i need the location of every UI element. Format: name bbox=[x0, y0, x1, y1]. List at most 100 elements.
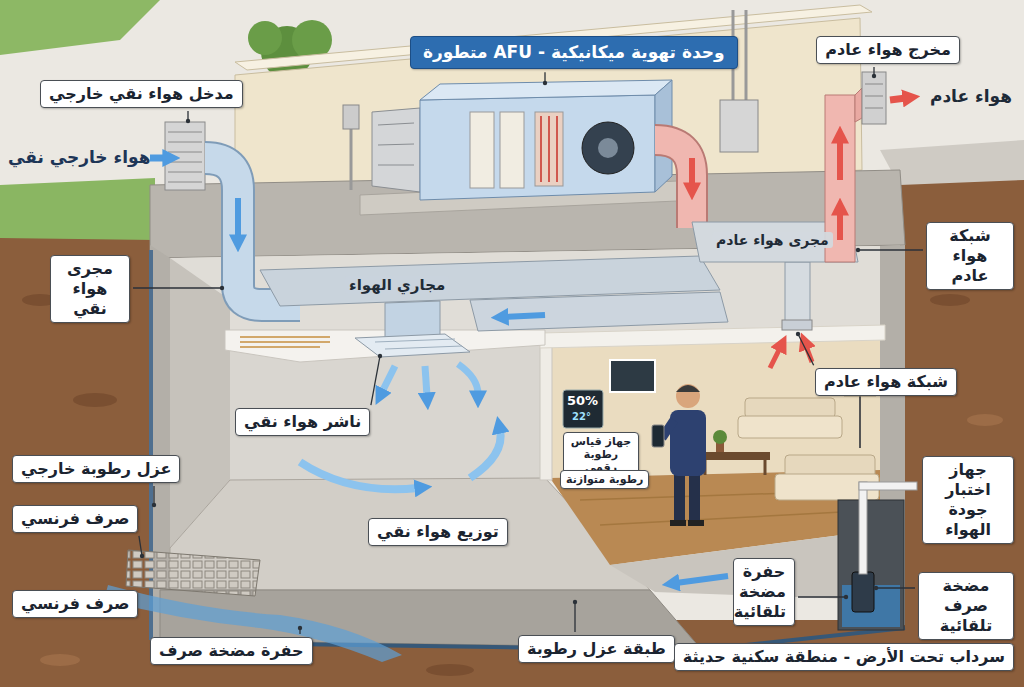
pavement bbox=[880, 140, 1024, 187]
sump-pump bbox=[852, 572, 874, 612]
coil-tube bbox=[540, 116, 542, 182]
callout-text: طبقة عزل رطوبة bbox=[527, 639, 666, 659]
leader-line bbox=[133, 287, 222, 288]
leader-dot bbox=[872, 74, 876, 78]
humidity-display bbox=[563, 390, 603, 428]
soil-texture bbox=[967, 414, 1003, 426]
leader-dot bbox=[298, 626, 302, 630]
gravel-drain bbox=[126, 550, 260, 596]
fresh-arrow bbox=[505, 315, 545, 317]
table-leg bbox=[764, 460, 767, 475]
sump-pit bbox=[838, 500, 904, 630]
callout-box: حفرة مضخة صرف bbox=[150, 637, 313, 665]
fresh-arrow bbox=[470, 430, 501, 478]
riser-elbow bbox=[855, 88, 862, 122]
leader-line bbox=[153, 486, 154, 505]
soil bbox=[900, 180, 1024, 687]
fresh-arrow bbox=[150, 155, 166, 162]
person-leg bbox=[674, 472, 685, 522]
wall-parapet bbox=[235, 5, 872, 70]
display-reading: 50% bbox=[567, 393, 598, 408]
callout-box: طبقة عزل رطوبة bbox=[518, 635, 675, 663]
unit-filter bbox=[470, 112, 494, 188]
leader-dot bbox=[220, 286, 224, 290]
callout-text: شبكة هواء عادم bbox=[824, 372, 948, 392]
callout-text: عزل رطوبة خارجي bbox=[21, 459, 171, 479]
duct-label: مجرى هواء عادم bbox=[712, 232, 833, 248]
exhaust-grille bbox=[782, 320, 812, 330]
callout-text: مخرج هواء عادم bbox=[825, 40, 951, 60]
callout-text: جهاز اختبار جودة الهواء bbox=[931, 460, 1005, 540]
electric-panel bbox=[720, 100, 758, 152]
caption-text: سرداب تحت الأرض - منطقة سكنية حديثة bbox=[683, 647, 1005, 667]
intake-louver bbox=[165, 122, 205, 190]
tv-screen bbox=[610, 360, 655, 392]
soil-texture bbox=[426, 664, 474, 676]
leader-line bbox=[858, 249, 923, 250]
diffuser-grid bbox=[385, 346, 462, 349]
outlet-slat bbox=[865, 96, 883, 97]
lamp-stand bbox=[859, 396, 861, 448]
leader-line bbox=[371, 356, 380, 405]
soil-texture bbox=[73, 393, 117, 407]
callout-text: حفرة مضخة تلقائية bbox=[742, 562, 786, 622]
leader-dot bbox=[874, 586, 878, 590]
callout-box: رطوبة متوازنة bbox=[560, 470, 649, 489]
fresh-arrow bbox=[382, 366, 395, 392]
drain-water bbox=[104, 585, 402, 662]
exhaust-outlet bbox=[862, 72, 886, 124]
caption-box: سرداب تحت الأرض - منطقة سكنية حديثة bbox=[674, 643, 1014, 671]
callout-box: عزل رطوبة خارجي bbox=[12, 455, 180, 483]
fan-hub bbox=[598, 138, 618, 158]
exhaust-arrow bbox=[837, 140, 843, 180]
leader-line bbox=[798, 334, 814, 365]
fresh-arrow bbox=[425, 366, 427, 396]
ceiling-strip bbox=[240, 341, 330, 343]
louver-slat bbox=[168, 182, 202, 183]
conduit bbox=[745, 10, 748, 100]
fresh-arrow bbox=[235, 198, 241, 238]
person-body bbox=[670, 410, 706, 476]
unit-title-box: وحدة تهوية ميكانيكية - AFU متطورة bbox=[410, 36, 738, 69]
callout-text: حفرة مضخة صرف bbox=[159, 641, 304, 661]
room-ceiling bbox=[540, 325, 885, 348]
louver-slat bbox=[168, 152, 202, 153]
outlet-slat bbox=[865, 108, 883, 109]
coil-tube bbox=[548, 116, 550, 182]
diffuser bbox=[355, 334, 470, 357]
back-wall bbox=[230, 340, 545, 480]
callout-box: شبكة هواء عادم bbox=[815, 368, 957, 396]
leader-dot bbox=[856, 248, 860, 252]
exhaust-pipe-outline bbox=[655, 140, 692, 228]
coffee-table bbox=[700, 452, 770, 460]
person-leg bbox=[689, 472, 700, 522]
exhaust-pipe bbox=[655, 140, 692, 228]
plant bbox=[713, 430, 727, 444]
callout-text: مجرى هواء نقي bbox=[59, 259, 121, 319]
louver-slat bbox=[168, 142, 202, 143]
callout-box: ناشر هواء نقي bbox=[235, 408, 370, 436]
louver-slat bbox=[168, 162, 202, 163]
exhaust-arrow bbox=[689, 158, 695, 186]
exhaust-arrow bbox=[890, 98, 906, 100]
tree-crown bbox=[248, 21, 282, 55]
leader-dot bbox=[378, 354, 382, 358]
leader-dot bbox=[186, 119, 190, 123]
exhaust-arrow bbox=[837, 212, 843, 240]
unit-top bbox=[420, 80, 672, 100]
hood-louver bbox=[378, 165, 414, 166]
ceiling-strip bbox=[240, 346, 320, 348]
leader-line bbox=[574, 602, 575, 632]
callout-box: مجرى هواء نقي bbox=[50, 255, 130, 323]
callout-text: مضخة صرف تلقائية bbox=[927, 576, 1005, 636]
diffuser-neck bbox=[385, 301, 440, 338]
leader-dot bbox=[140, 554, 144, 558]
person-head bbox=[676, 384, 700, 408]
fresh-arrow bbox=[458, 364, 478, 394]
callout-box: جهاز اختبار جودة الهواء bbox=[922, 456, 1014, 544]
callout-box: توزيع هواء نقي bbox=[368, 518, 508, 546]
unit-front bbox=[420, 95, 655, 200]
discharge-pipe bbox=[859, 482, 867, 574]
